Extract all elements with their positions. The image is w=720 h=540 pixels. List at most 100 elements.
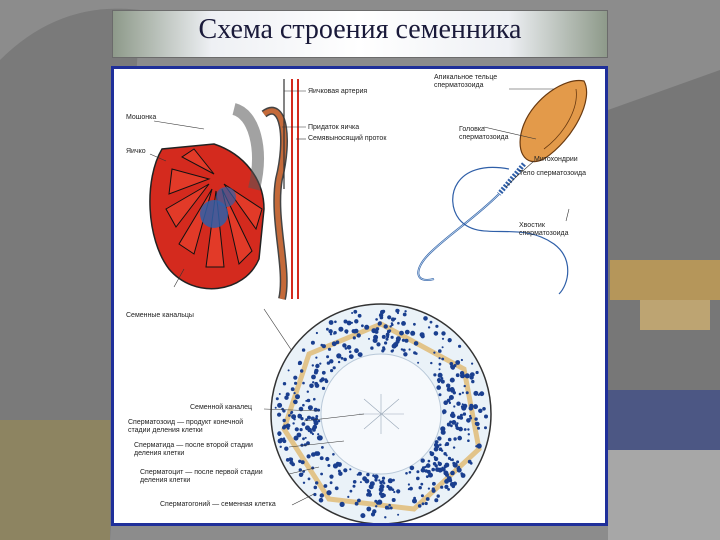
cell-nucleus <box>307 477 311 481</box>
cell-nucleus <box>315 415 319 418</box>
cell-nucleus <box>463 384 466 388</box>
cell-nucleus <box>474 417 478 421</box>
cell-nucleus <box>461 391 464 394</box>
cell-nucleus <box>275 397 279 401</box>
cell-nucleus <box>289 460 294 465</box>
cell-nucleus <box>441 346 444 349</box>
cell-nucleus <box>463 428 467 431</box>
cell-nucleus <box>288 414 291 417</box>
cell-nucleus <box>435 324 439 328</box>
cell-nucleus <box>448 478 453 483</box>
cell-nucleus <box>339 501 345 507</box>
cell-nucleus <box>306 441 310 445</box>
cell-nucleus <box>290 387 295 392</box>
cell-nucleus <box>440 379 445 384</box>
cell-nucleus <box>302 381 305 385</box>
cell-nucleus <box>301 422 306 426</box>
cell-nucleus <box>469 416 473 420</box>
label-testis: Яичко <box>126 148 146 155</box>
label-tubule: Семенной каналец <box>190 403 252 411</box>
cell-nucleus <box>364 324 370 330</box>
cell-nucleus <box>418 486 422 490</box>
cell-nucleus <box>329 359 334 364</box>
cell-nucleus <box>356 333 361 338</box>
cell-nucleus <box>396 311 400 315</box>
cell-nucleus <box>408 348 411 351</box>
cell-nucleus <box>475 370 479 375</box>
cell-nucleus <box>440 429 446 435</box>
cell-nucleus <box>326 355 330 359</box>
cell-nucleus <box>326 361 331 365</box>
label-spermatozoon-2: стадии деления клетки <box>128 427 203 434</box>
cell-nucleus <box>467 428 470 431</box>
cell-nucleus <box>386 484 390 489</box>
cell-nucleus <box>285 458 290 462</box>
cell-nucleus <box>381 476 386 480</box>
cell-nucleus <box>407 488 410 491</box>
cell-nucleus <box>424 465 427 469</box>
cell-nucleus <box>277 412 282 417</box>
cell-nucleus <box>433 351 436 354</box>
label-spermatocyte-2: деления клетки <box>140 477 190 484</box>
cell-nucleus <box>310 416 315 421</box>
cell-nucleus <box>342 343 347 348</box>
cell-nucleus <box>413 496 416 500</box>
sperm-leader-lines <box>483 88 570 222</box>
cell-nucleus <box>397 513 400 516</box>
cell-nucleus <box>415 352 418 355</box>
tubule-leader-lines <box>263 408 365 506</box>
cell-nucleus <box>436 494 440 498</box>
cell-nucleus <box>446 422 451 427</box>
cell-nucleus <box>352 336 356 340</box>
cell-nucleus <box>317 435 323 441</box>
label-sperm-head-1: Головка <box>459 126 485 133</box>
cell-nucleus <box>390 322 394 325</box>
cell-nucleus <box>390 335 394 339</box>
label-acrosome-2: сперматозоида <box>434 82 484 89</box>
cell-nucleus <box>283 425 288 429</box>
cell-nucleus <box>443 400 449 406</box>
cell-nucleus <box>338 326 344 332</box>
cell-nucleus <box>349 489 353 493</box>
cell-nucleus <box>378 321 382 326</box>
cell-nucleus <box>473 404 478 410</box>
cell-nucleus <box>450 387 455 392</box>
cell-nucleus <box>459 413 463 417</box>
cell-nucleus <box>469 403 474 408</box>
cell-nucleus <box>321 386 326 390</box>
cell-nucleus <box>400 348 404 351</box>
label-scrotum: Мошонка <box>126 114 156 121</box>
cell-nucleus <box>439 443 442 447</box>
cell-nucleus <box>351 329 356 334</box>
cell-nucleus <box>466 418 471 423</box>
cell-nucleus <box>442 409 447 414</box>
cell-nucleus <box>436 385 442 390</box>
cell-nucleus <box>416 476 420 481</box>
cell-nucleus <box>389 325 392 328</box>
cell-nucleus <box>357 471 362 476</box>
cell-nucleus <box>478 408 483 413</box>
cell-nucleus <box>337 360 341 364</box>
cell-nucleus <box>311 432 314 436</box>
cell-nucleus <box>289 457 292 460</box>
cell-nucleus <box>407 483 410 486</box>
cell-nucleus <box>343 319 348 324</box>
cell-nucleus <box>462 403 468 409</box>
cell-nucleus <box>293 392 296 395</box>
cell-nucleus <box>434 464 438 468</box>
cell-nucleus <box>317 419 321 423</box>
cell-nucleus <box>381 334 386 339</box>
cell-nucleus <box>421 502 425 506</box>
cell-nucleus <box>425 497 430 501</box>
cell-nucleus <box>315 363 320 369</box>
cell-nucleus <box>409 486 413 491</box>
cell-nucleus <box>328 329 333 334</box>
cell-nucleus <box>376 342 381 347</box>
cell-nucleus <box>433 373 437 377</box>
cell-nucleus <box>396 309 400 313</box>
cell-nucleus <box>416 470 420 474</box>
label-sperm-body: Тело сперматозоида <box>519 170 586 177</box>
cell-nucleus <box>433 331 439 336</box>
testis-illustration <box>149 79 299 300</box>
cell-nucleus <box>309 431 313 434</box>
